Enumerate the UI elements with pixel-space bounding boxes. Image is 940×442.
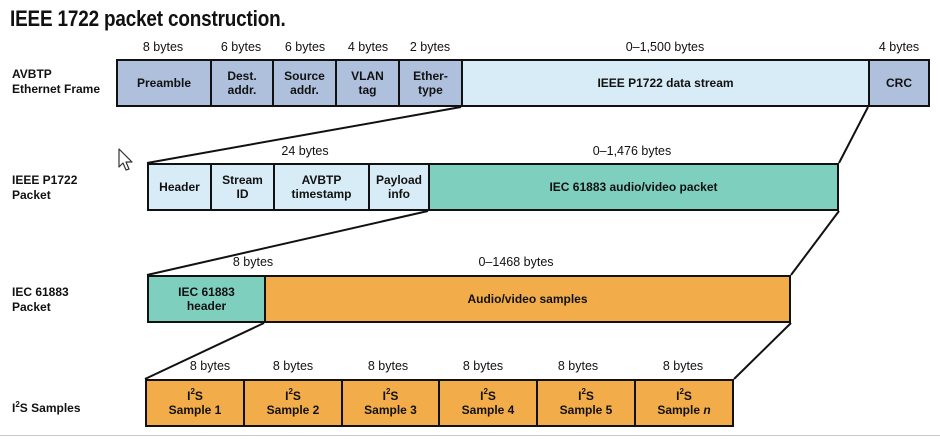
bottom-divider bbox=[0, 435, 940, 436]
size-label-vlan-tag: 4 bytes bbox=[347, 40, 389, 54]
size-label-sample-1: 8 bytes bbox=[189, 359, 231, 373]
field-iec-61883-av-packet: IEC 61883 audio/video packet bbox=[428, 163, 839, 211]
size-label-sample-5: 8 bytes bbox=[557, 359, 599, 373]
expand-line-left-3 bbox=[144, 322, 265, 380]
expand-line-right-3 bbox=[733, 322, 792, 380]
size-label-sample-4: 8 bytes bbox=[462, 359, 504, 373]
field-crc: CRC bbox=[868, 59, 930, 107]
size-label-preamble: 8 bytes bbox=[142, 40, 184, 54]
size-label-sample-2: 8 bytes bbox=[272, 359, 314, 373]
size-label-ethertype: 2 bytes bbox=[409, 40, 451, 54]
expand-line-left-1 bbox=[146, 106, 462, 164]
expand-line-left-2 bbox=[146, 210, 429, 276]
size-label-iec-samples: 0–1468 bytes bbox=[478, 255, 554, 269]
page-title: IEEE 1722 packet construction. bbox=[10, 6, 286, 31]
row-label-i2s-samples: I2S Samples bbox=[12, 400, 81, 415]
field-audio-video-samples: Audio/video samples bbox=[264, 275, 791, 323]
size-label-data-stream: 0–1,500 bytes bbox=[625, 40, 705, 54]
size-label-sample-n: 8 bytes bbox=[662, 359, 704, 373]
mouse-pointer-icon bbox=[118, 148, 133, 171]
field-header: Header bbox=[147, 163, 212, 211]
size-label-p1722-payload: 0–1,476 bytes bbox=[592, 144, 672, 158]
size-label-iec-header: 8 bytes bbox=[232, 255, 274, 269]
size-label-sample-3: 8 bytes bbox=[367, 359, 409, 373]
expand-line-right-1 bbox=[838, 106, 869, 164]
field-ieee-p1722-data-stream: IEEE P1722 data stream bbox=[461, 59, 870, 107]
size-label-source-addr: 6 bytes bbox=[284, 40, 326, 54]
size-label-p1722-header: 24 bytes bbox=[281, 144, 329, 158]
size-label-crc: 4 bytes bbox=[878, 40, 920, 54]
expand-line-right-2 bbox=[790, 210, 840, 276]
size-label-dest-addr: 6 bytes bbox=[220, 40, 262, 54]
field-ethertype: Ether-type bbox=[398, 59, 463, 107]
